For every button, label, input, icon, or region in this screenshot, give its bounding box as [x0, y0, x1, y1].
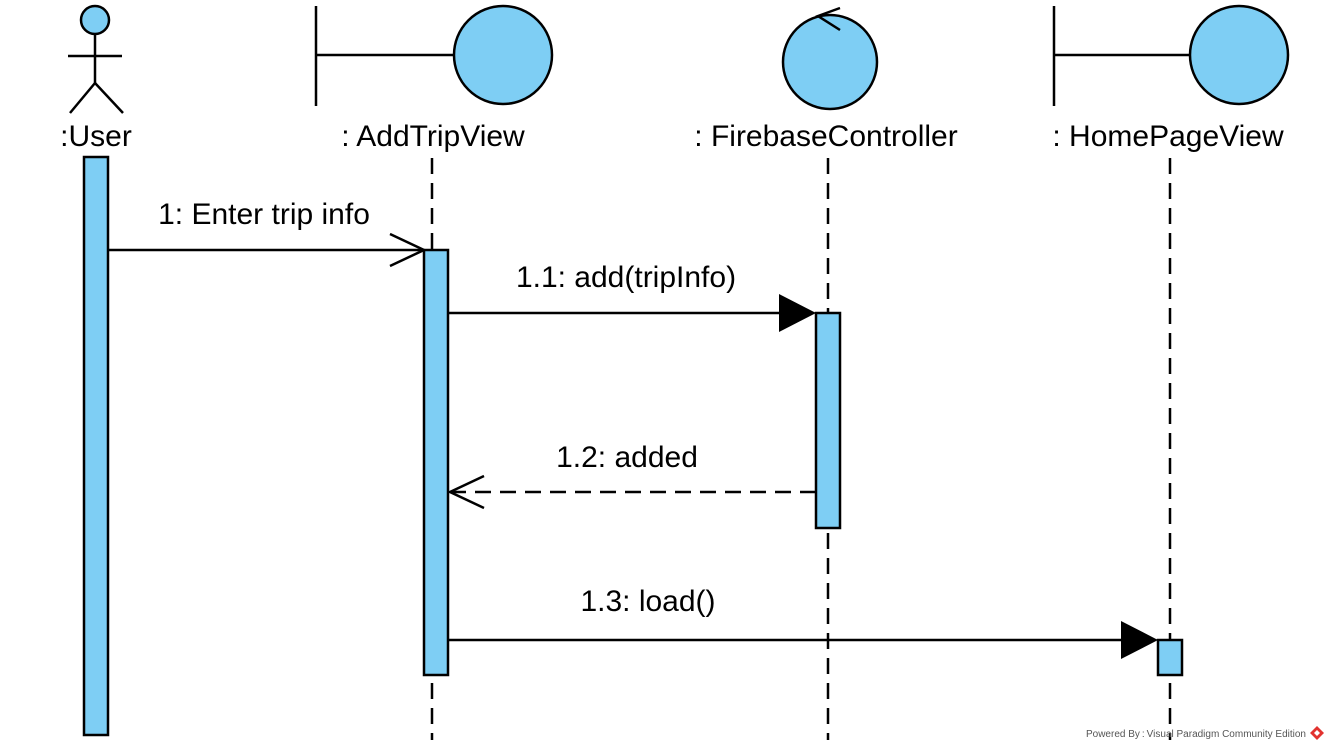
boundary-icon: [314, 4, 554, 106]
activation-firebasecontroller: [814, 311, 842, 530]
participant-addtripview[interactable]: : AddTripView: [314, 4, 554, 153]
activation-user: [82, 155, 110, 737]
activations: [82, 155, 1184, 737]
participant-label-firebasecontroller: : FirebaseController: [694, 120, 957, 153]
participant-label-homepageview: : HomePageView: [1052, 120, 1284, 153]
activation-addtripview: [422, 248, 450, 677]
filled-arrowhead-icon: [779, 294, 816, 332]
participant-homepageview[interactable]: : HomePageView: [1052, 4, 1290, 153]
visual-paradigm-logo-icon: [1310, 726, 1324, 740]
open-arrowhead-icon: [389, 232, 427, 268]
open-arrowhead-icon: [447, 474, 485, 510]
participant-firebasecontroller[interactable]: : FirebaseController: [694, 6, 958, 153]
actor-icon: [68, 4, 124, 114]
activation-homepageview: [1156, 638, 1184, 677]
participant-user[interactable]: :User: [60, 4, 132, 153]
participant-label-addtripview: : AddTripView: [341, 120, 525, 153]
filled-arrowhead-icon: [1121, 621, 1158, 659]
participant-label-user: :User: [60, 120, 132, 153]
message-label: 1: Enter trip info: [158, 198, 370, 231]
lifelines: [430, 158, 1172, 740]
message-enter-trip-info[interactable]: 1: Enter trip info: [108, 198, 427, 268]
message-label: 1.1: add(tripInfo): [516, 261, 736, 294]
message-label: 1.3: load(): [580, 585, 715, 618]
control-icon: [781, 6, 879, 111]
message-label: 1.2: added: [556, 441, 698, 474]
message-load[interactable]: 1.3: load(): [448, 585, 1158, 659]
boundary-icon: [1052, 4, 1290, 106]
message-add-tripinfo[interactable]: 1.1: add(tripInfo): [448, 261, 816, 332]
powered-by-text: Powered By : Visual Paradigm Community E…: [1086, 729, 1306, 740]
message-added-return[interactable]: 1.2: added: [447, 441, 816, 510]
footer-watermark: Powered By : Visual Paradigm Community E…: [1086, 726, 1324, 740]
